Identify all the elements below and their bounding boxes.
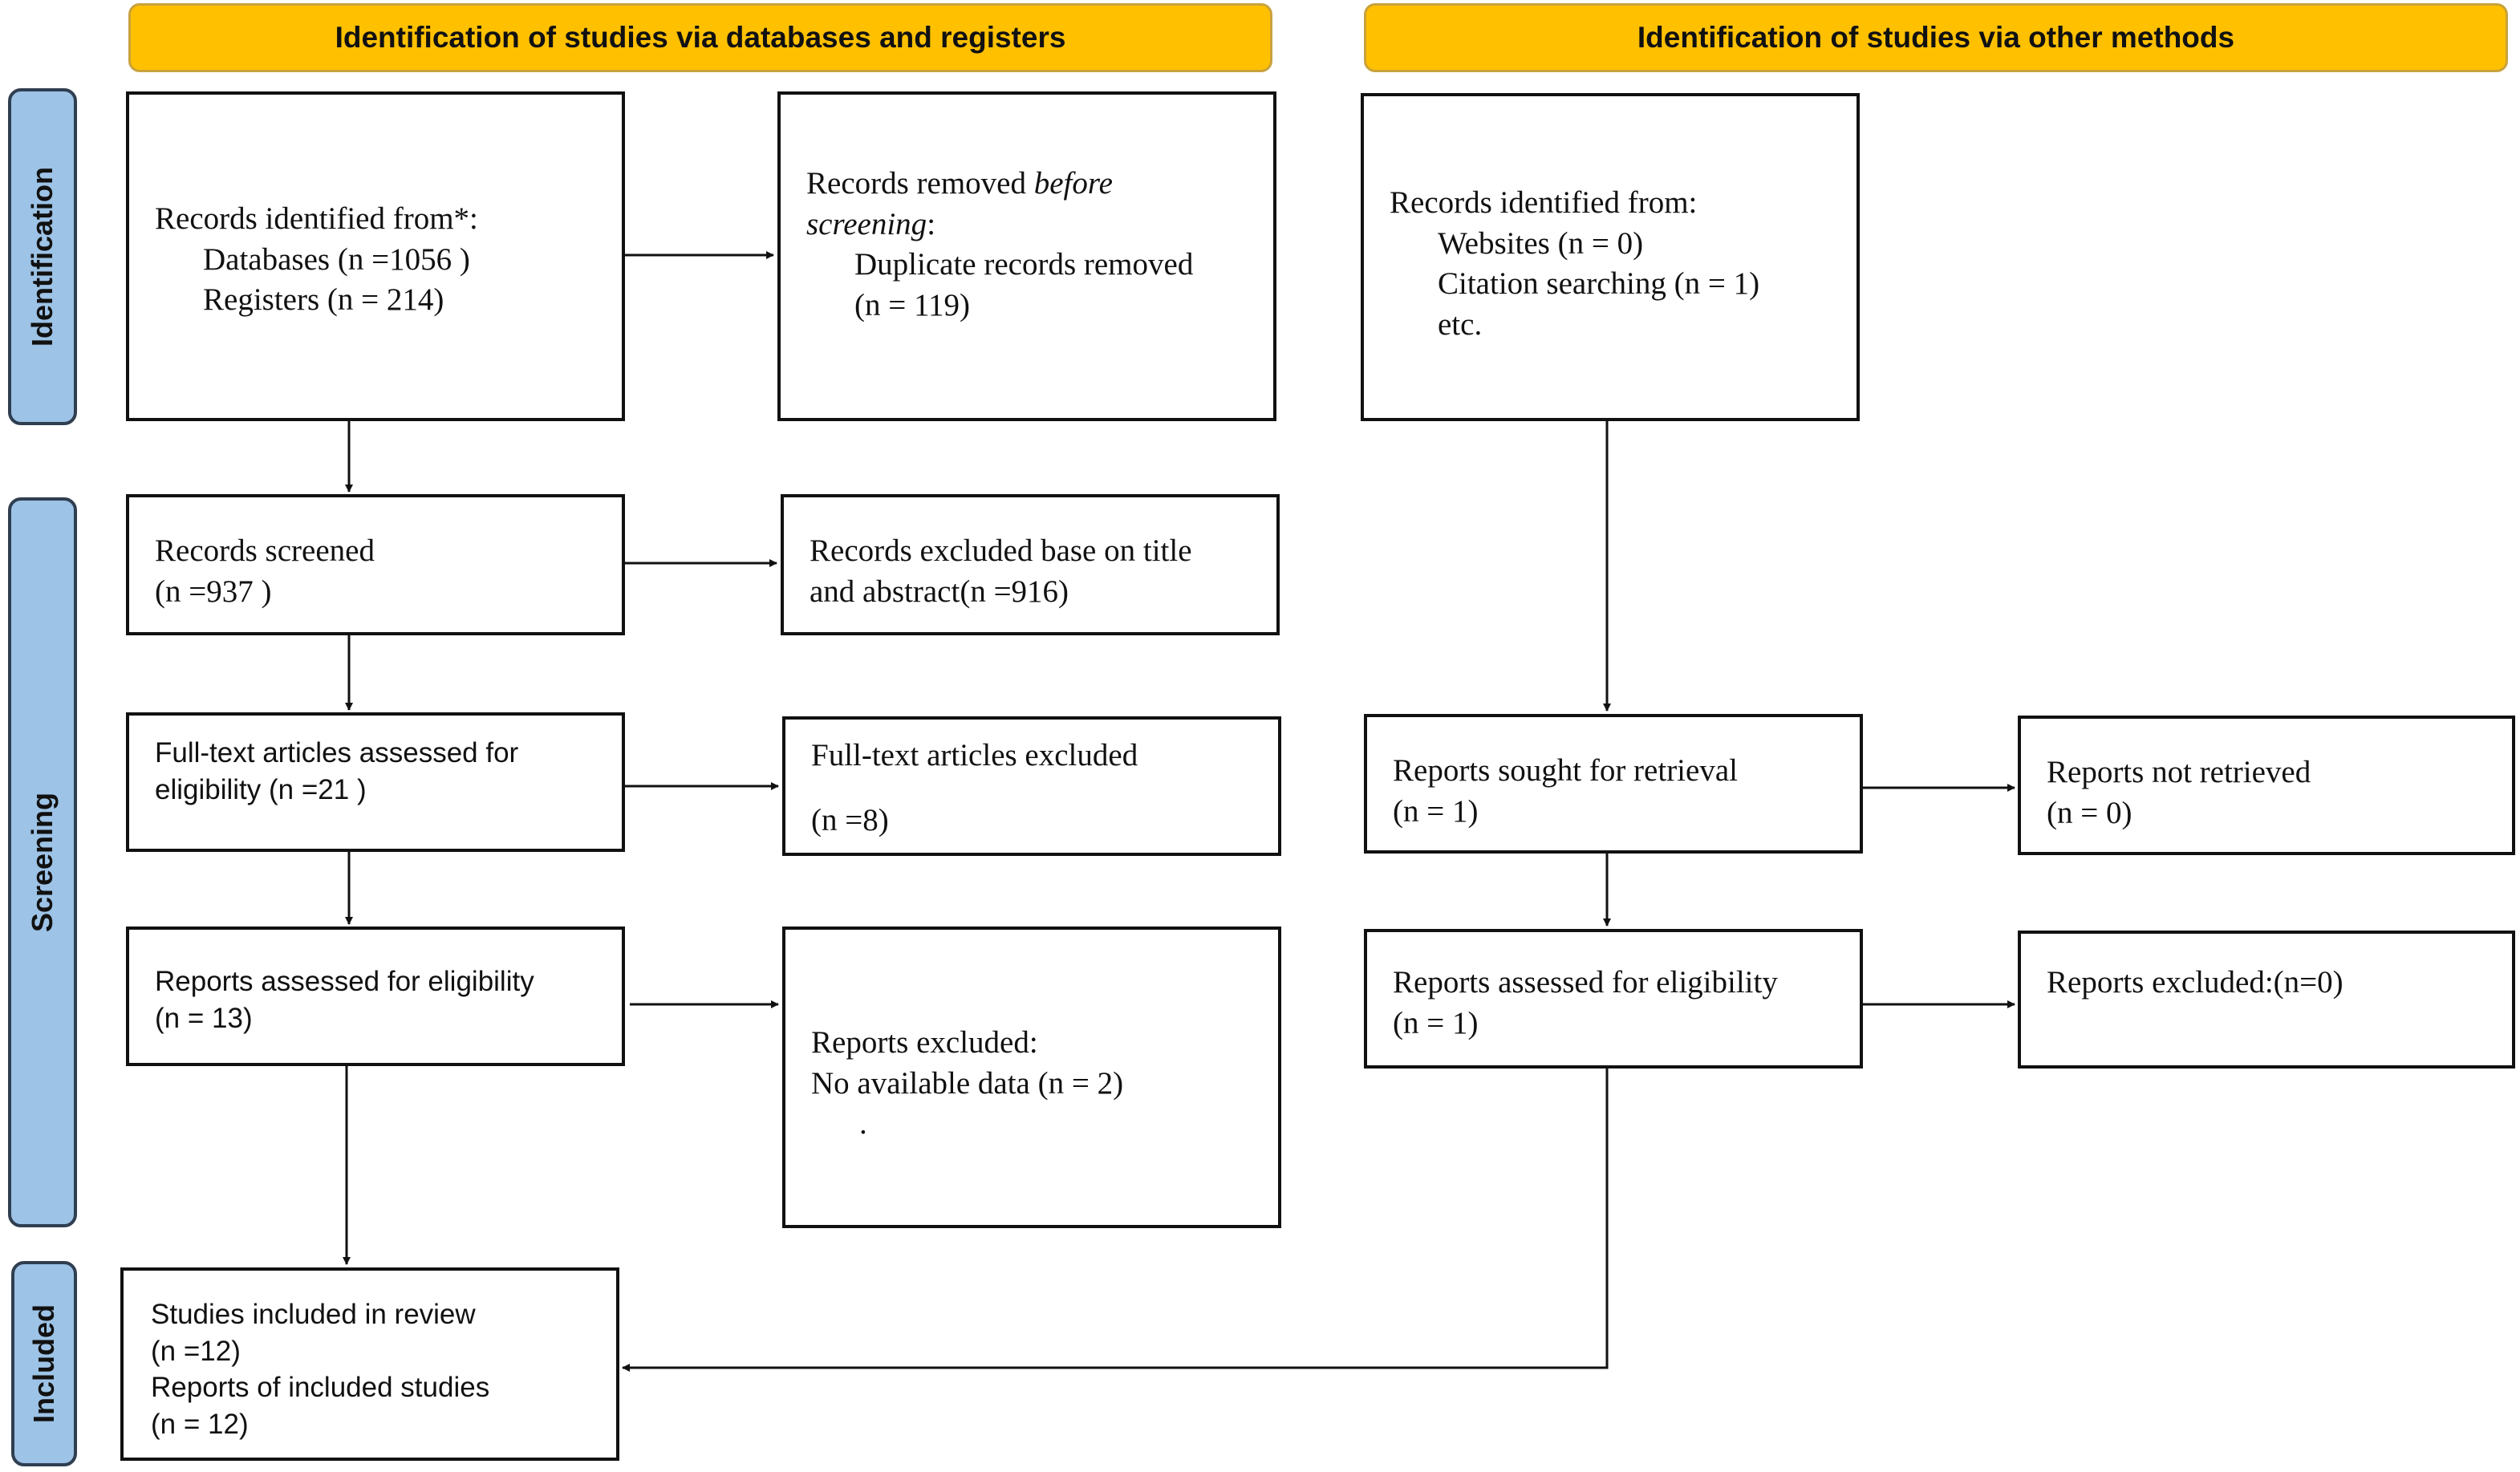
phase-included: Included [11,1261,77,1466]
other-reports-excluded-label: Reports excluded:(n=0) [2047,965,2343,1000]
reports-assessed-line1: Reports assessed for eligibility [155,966,534,997]
phase-screening: Screening [8,497,77,1227]
records-screened-label: Records screened [155,533,375,568]
records-removed-line2: screening: [806,206,936,241]
other-records-title: Records identified from: [1390,185,1698,220]
other-reports-assessed-count: (n = 1) [1393,1005,1479,1040]
records-registers: Registers (n = 214) [203,282,444,318]
reports-sought-box: Reports sought for retrieval (n = 1) [1364,714,1863,854]
header-databases-registers: Identification of studies via databases … [128,3,1272,72]
reports-excluded-no-data: No available data (n = 2) [811,1065,1124,1101]
reports-not-retrieved-count: (n = 0) [2047,795,2132,830]
studies-included-count: (n =12) [151,1335,241,1367]
reports-sought-label: Reports sought for retrieval [1393,753,1738,788]
records-identified-title: Records identified from*: [155,201,478,236]
fulltext-assessed-line2: eligibility (n =21 ) [155,773,367,805]
fulltext-excluded-box: Full-text articles excluded (n =8) [782,716,1281,856]
other-reports-assessed-box: Reports assessed for eligibility (n = 1) [1364,929,1863,1069]
other-records-etc: etc. [1438,307,1483,343]
records-databases: Databases (n =1056 ) [203,241,470,277]
other-reports-excluded-box: Reports excluded:(n=0) [2018,931,2515,1069]
studies-included-box: Studies included in review (n =12) Repor… [120,1267,619,1461]
header-other-label: Identification of studies via other meth… [1637,21,2235,54]
phase-identification: Identification [8,88,77,425]
reports-excluded-label: Reports excluded: [811,1025,1038,1060]
header-other-methods: Identification of studies via other meth… [1364,3,2508,72]
other-records-citation: Citation searching (n = 1) [1438,266,1760,302]
other-reports-assessed-label: Reports assessed for eligibility [1393,965,1778,1000]
reports-excluded-box: Reports excluded: No available data (n =… [782,927,1281,1228]
reports-not-retrieved-box: Reports not retrieved (n = 0) [2018,716,2515,855]
duplicate-records-removed: Duplicate records removed [854,247,1194,282]
records-screened-count: (n =937 ) [155,574,272,609]
records-excluded-line2: and abstract(n =916) [810,574,1069,609]
other-records-identified-box: Records identified from: Websites (n = 0… [1361,93,1860,421]
reports-assessed-line2: (n = 13) [155,1002,253,1034]
records-excluded-line1: Records excluded base on title [810,533,1192,568]
records-removed-line1: Records removed before [806,166,1113,201]
fulltext-assessed-line1: Full-text articles assessed for [155,737,519,768]
arrow-other-to-included [622,1069,1609,1372]
fulltext-excluded-count: (n =8) [811,802,889,837]
reports-excluded-dot: . [859,1106,867,1142]
header-databases-label: Identification of studies via databases … [335,21,1066,54]
fulltext-assessed-box: Full-text articles assessed for eligibil… [126,712,625,852]
records-identified-box: Records identified from*: Databases (n =… [126,91,625,421]
reports-assessed-box: Reports assessed for eligibility (n = 13… [126,927,625,1066]
reports-not-retrieved-label: Reports not retrieved [2047,755,2311,789]
records-removed-box: Records removed before screening: Duplic… [777,91,1276,421]
reports-included-label: Reports of included studies [151,1372,490,1403]
other-records-websites: Websites (n = 0) [1438,225,1644,261]
records-screened-box: Records screened (n =937 ) [126,494,625,635]
reports-included-count: (n = 12) [151,1408,249,1440]
records-excluded-box: Records excluded base on title and abstr… [781,494,1280,635]
fulltext-excluded-label: Full-text articles excluded [811,738,1138,772]
reports-sought-count: (n = 1) [1393,793,1479,829]
studies-included-label: Studies included in review [151,1299,476,1330]
duplicate-records-count: (n = 119) [854,288,971,323]
